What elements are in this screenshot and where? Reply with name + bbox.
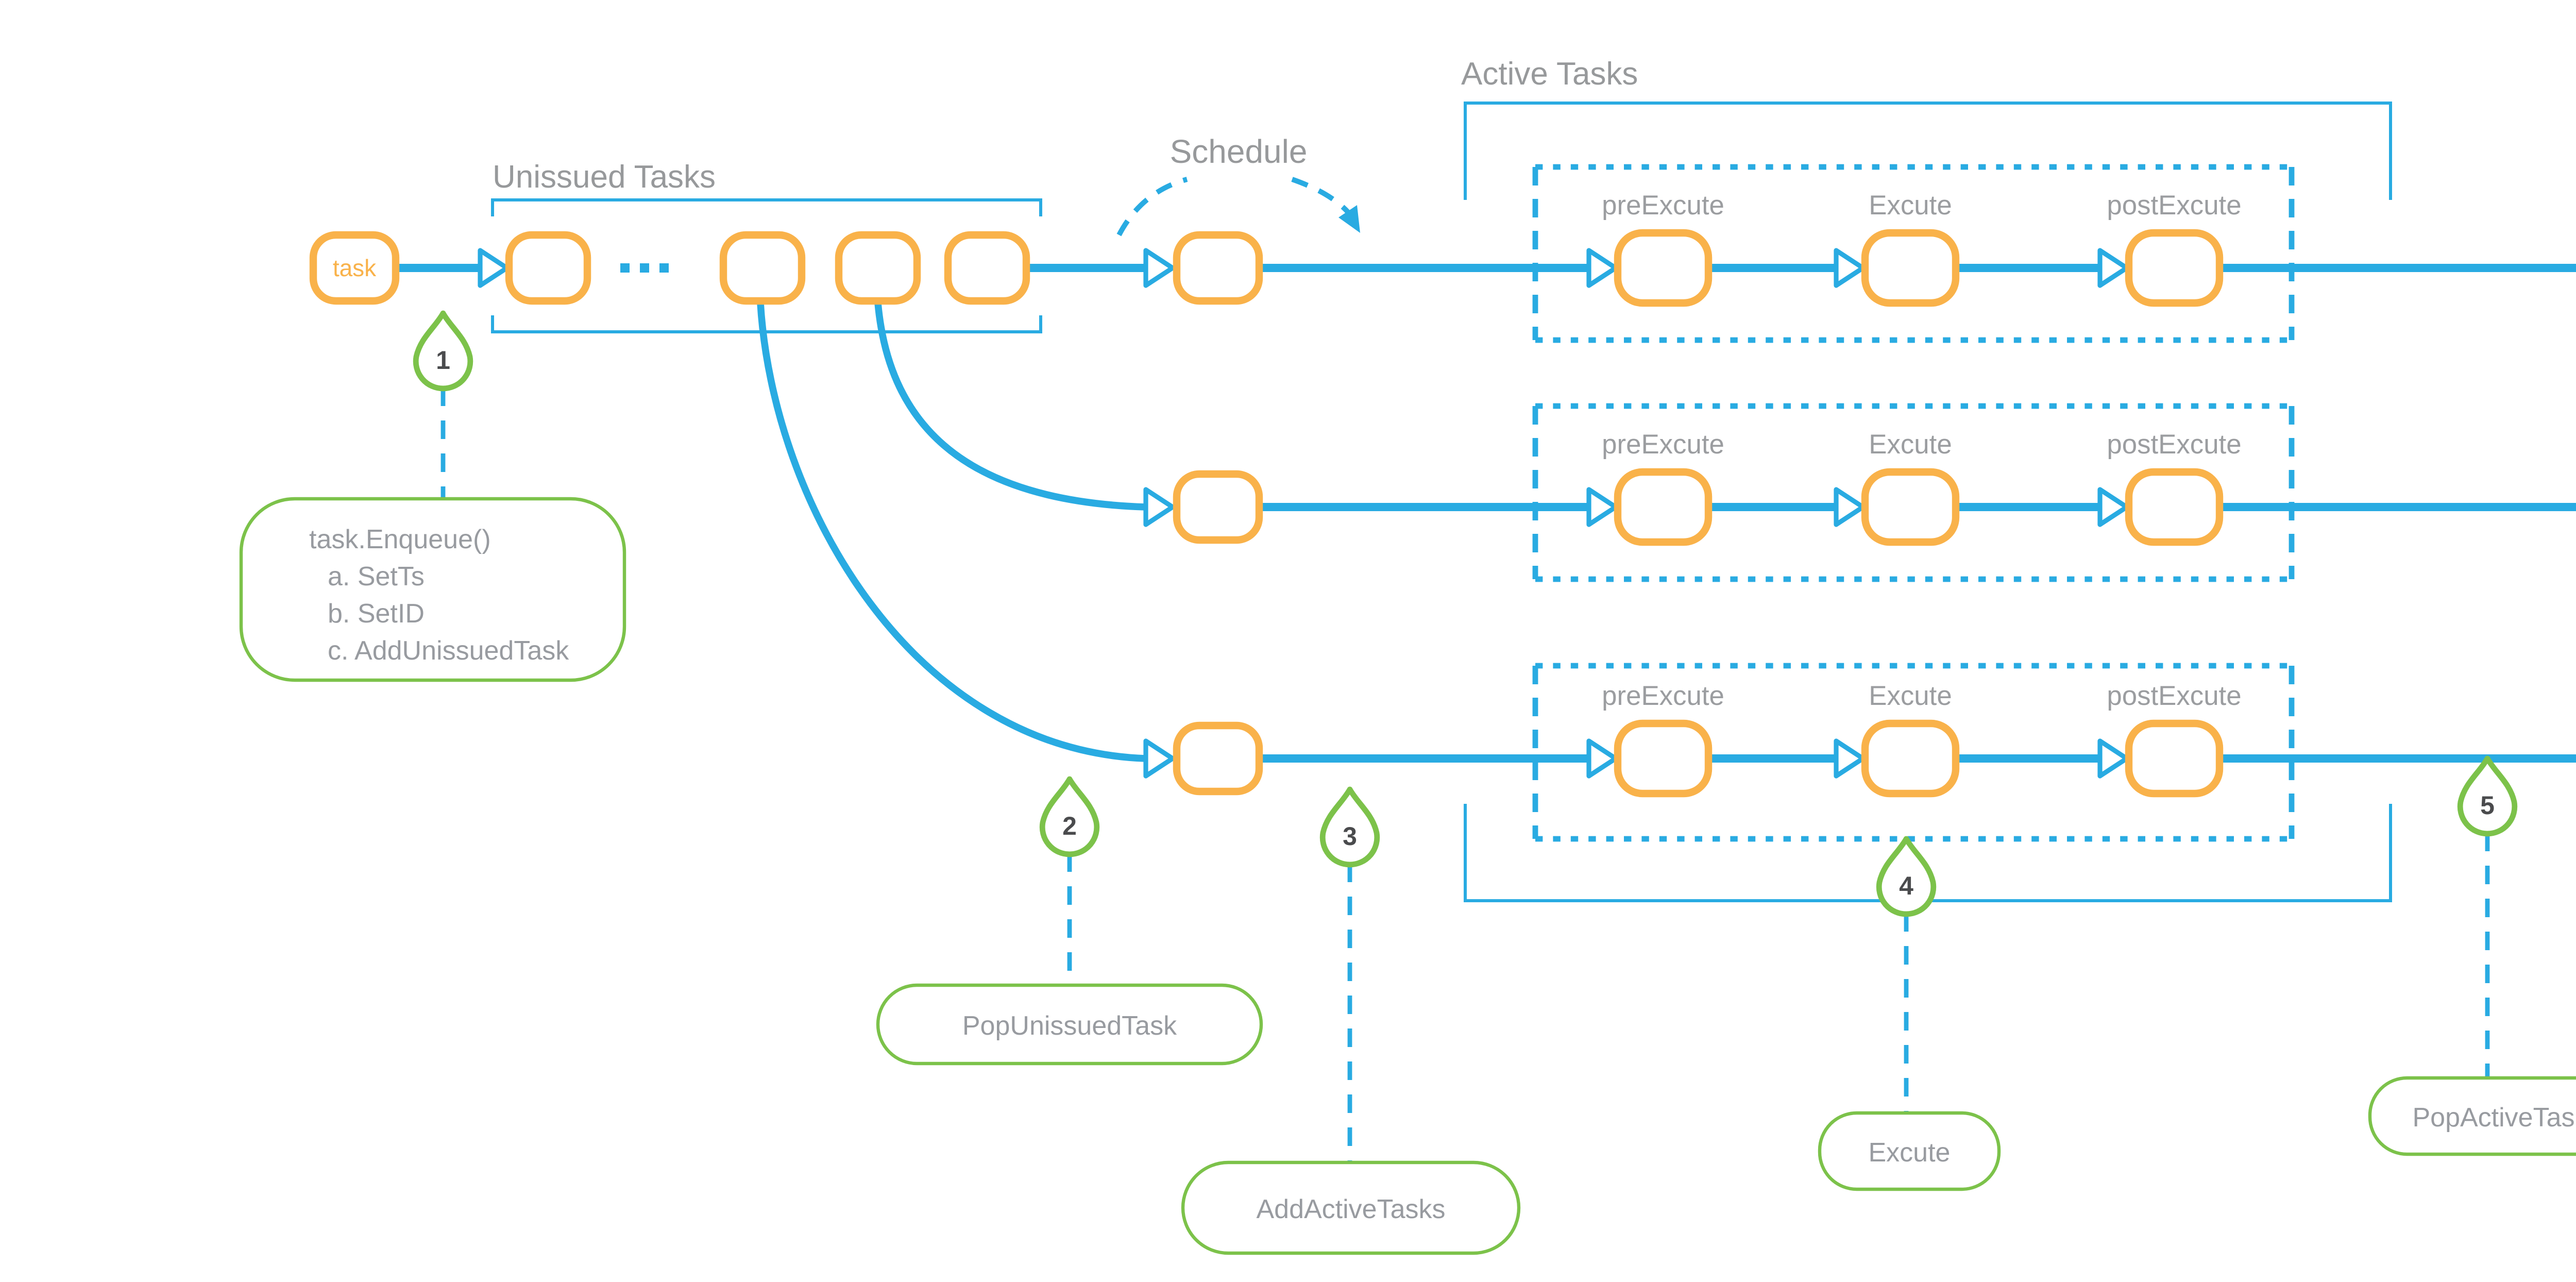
active-row-box-2-vertical-edges xyxy=(1532,406,2295,579)
callout-add-active-box xyxy=(1181,1160,1521,1255)
queue-node-2 xyxy=(719,231,806,305)
schedule-hop-arc-left xyxy=(1116,177,1188,237)
arrowhead-icon xyxy=(1834,248,1866,288)
marker-number-1: 1 xyxy=(436,346,450,375)
callout-enqueue-line1: task.Enqueue() xyxy=(309,525,491,554)
stage-node-excute-row3 xyxy=(1861,719,1960,798)
unissued-tasks-bracket-bottom xyxy=(491,315,1042,333)
active-row-box-1-horizontal-edges xyxy=(1535,164,2292,343)
marker-5: 5 xyxy=(2457,755,2518,1078)
marker-number-3: 3 xyxy=(1343,822,1357,851)
stage-node-postexcute-row3 xyxy=(2125,719,2224,798)
active-row-box-3 xyxy=(1532,663,2295,842)
callout-pop-unissued-task: PopUnissuedTask xyxy=(876,983,1263,1066)
task-node-label: task xyxy=(333,255,377,281)
stage-label-preexcute-row1: preExcute xyxy=(1602,190,1724,221)
stage-label-excute-row1: Excute xyxy=(1869,190,1952,221)
marker-4: 4 xyxy=(1876,836,1937,1113)
stage-node-excute-row1 xyxy=(1861,229,1960,307)
stage-label-postexcute-row2: postExcute xyxy=(2107,429,2241,460)
stage-label-excute-row2: Excute xyxy=(1869,429,1952,460)
marker-pin-5 xyxy=(2457,755,2518,837)
unissued-tasks-bracket-top xyxy=(491,198,1042,216)
marker-number-2: 2 xyxy=(1062,812,1077,840)
arrowhead-icon xyxy=(2097,487,2129,527)
curve-queue-to-schedule3 xyxy=(757,302,1146,762)
callout-pop-active-label: PopActiveTasks xyxy=(2412,1103,2576,1133)
stage-node-preexcute-row3 xyxy=(1614,719,1713,798)
callout-pop-unissued-box xyxy=(876,983,1263,1066)
schedule-node-row1 xyxy=(1173,231,1263,305)
callout-excute-box xyxy=(1818,1111,2001,1191)
stage-node-preexcute-row1 xyxy=(1614,229,1713,307)
schedule-label: Schedule xyxy=(1170,133,1308,170)
arrowhead-icon xyxy=(1586,248,1618,288)
flow-arrows-row1 xyxy=(398,248,2576,288)
marker-pin-2 xyxy=(1039,776,1100,857)
arrowhead-icon xyxy=(1586,487,1618,527)
schedule-node-row3 xyxy=(1173,721,1263,796)
task-node xyxy=(309,231,400,305)
arrowhead-icon xyxy=(2097,738,2129,779)
marker-3: 3 xyxy=(1319,786,1380,1162)
arrowhead-icon xyxy=(1834,738,1866,779)
flow-arrows-row2 xyxy=(874,302,2576,527)
stage-node-excute-row2 xyxy=(1861,468,1960,546)
callout-enqueue: task.Enqueue() a. SetTs b. SetID c. AddU… xyxy=(239,497,626,682)
stage-label-postexcute-row3: postExcute xyxy=(2107,681,2241,711)
flow-arrows-row3 xyxy=(757,302,2576,779)
callout-enqueue-box xyxy=(239,497,626,682)
callout-pop-active-box xyxy=(2368,1076,2576,1156)
marker-number-4: 4 xyxy=(1899,871,1913,900)
callout-enqueue-line4: c. AddUnissuedTask xyxy=(328,636,569,666)
schedule-hop-arrowhead-icon xyxy=(1338,205,1360,233)
marker-1: 1 xyxy=(413,310,473,503)
active-tasks-label: Active Tasks xyxy=(1461,56,1638,92)
active-tasks-bracket-top xyxy=(1464,102,2392,200)
arrowhead-icon xyxy=(478,248,510,288)
unissued-tasks-label: Unissued Tasks xyxy=(493,159,716,195)
queue-node-1 xyxy=(505,231,591,305)
callout-add-active-label: AddActiveTasks xyxy=(1256,1194,1445,1224)
arrowhead-icon xyxy=(1143,738,1175,779)
marker-2: 2 xyxy=(1039,776,1100,985)
stage-label-preexcute-row3: preExcute xyxy=(1602,681,1724,711)
callout-pop-active-tasks: PopActiveTasks xyxy=(2368,1076,2576,1156)
arrowhead-icon xyxy=(1834,487,1866,527)
marker-pin-3 xyxy=(1319,786,1380,868)
schedule-node-row2 xyxy=(1173,470,1263,544)
callout-excute-label: Excute xyxy=(1869,1138,1951,1168)
arrowhead-icon xyxy=(2097,248,2129,288)
active-row-box-2-horizontal-edges xyxy=(1535,403,2292,582)
stage-label-postexcute-row1: postExcute xyxy=(2107,190,2241,221)
active-row-box-3-vertical-edges xyxy=(1532,666,2295,839)
active-row-box-2 xyxy=(1532,403,2295,582)
callout-pop-unissued-label: PopUnissuedTask xyxy=(962,1011,1177,1041)
queue-node-4 xyxy=(944,231,1030,305)
stage-node-postexcute-row2 xyxy=(2125,468,2224,546)
curve-queue-to-schedule2 xyxy=(874,302,1146,511)
stage-label-preexcute-row2: preExcute xyxy=(1602,429,1724,460)
marker-pin-4 xyxy=(1876,836,1937,917)
callout-add-active-tasks: AddActiveTasks xyxy=(1181,1160,1521,1255)
callout-excute: Excute xyxy=(1818,1111,2001,1191)
arrowhead-icon xyxy=(1143,248,1175,288)
callout-enqueue-line3: b. SetID xyxy=(328,599,425,629)
active-row-box-3-horizontal-edges xyxy=(1535,663,2292,842)
stage-node-preexcute-row2 xyxy=(1614,468,1713,546)
arrowhead-icon xyxy=(1586,738,1618,779)
stage-label-excute-row3: Excute xyxy=(1869,681,1952,711)
marker-pin-1 xyxy=(413,310,473,392)
active-row-box-1 xyxy=(1532,164,2295,343)
marker-number-5: 5 xyxy=(2480,791,2495,820)
arrowhead-icon xyxy=(1143,487,1175,527)
stage-node-postexcute-row1 xyxy=(2125,229,2224,307)
callout-enqueue-line2: a. SetTs xyxy=(328,562,425,592)
queue-node-3 xyxy=(835,231,921,305)
active-row-box-1-vertical-edges xyxy=(1532,167,2295,340)
